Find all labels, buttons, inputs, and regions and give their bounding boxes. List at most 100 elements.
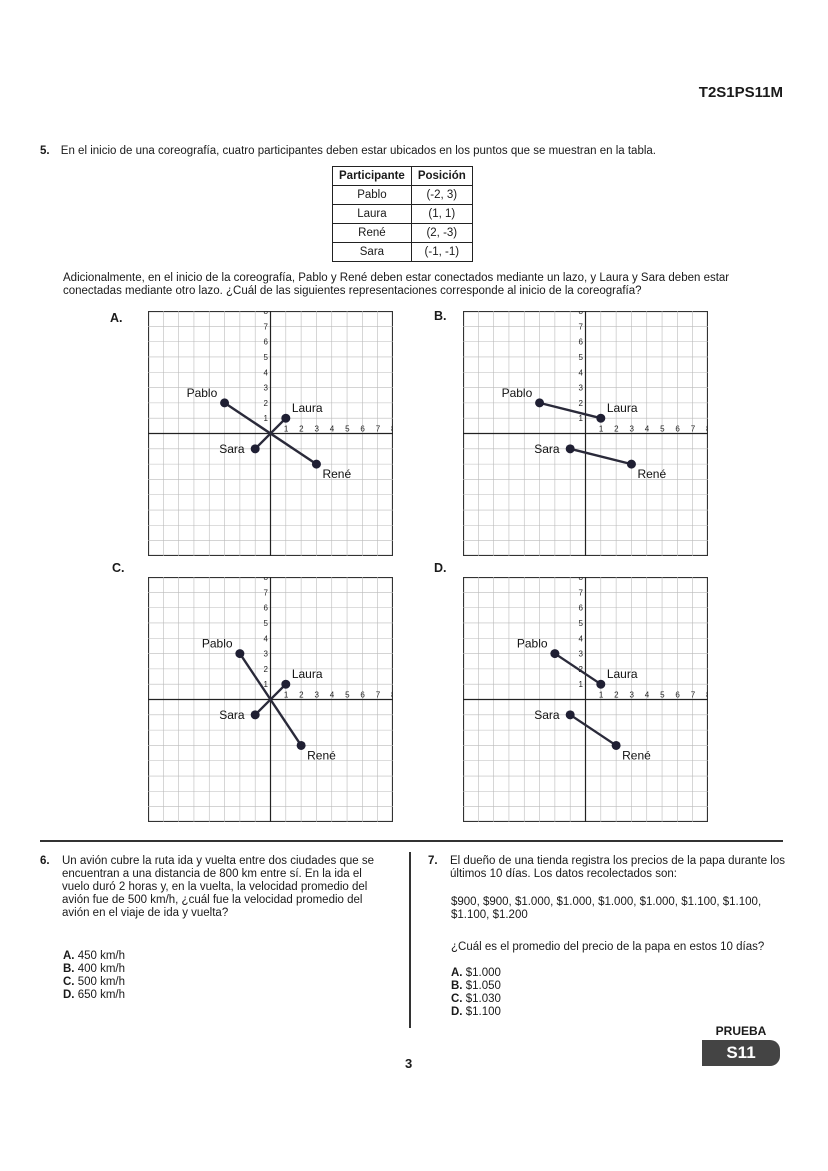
y-tick-label: 1	[579, 414, 584, 423]
table-header: Participante	[332, 166, 412, 186]
table-cell: (1, 1)	[410, 204, 473, 224]
x-tick-label: 7	[376, 691, 381, 700]
table-row: Laura(1, 1)	[332, 204, 473, 224]
option-a-graph[interactable]: 1122334455667788PabloLauraRenéSara	[148, 311, 393, 556]
participant-label: Pablo	[187, 386, 218, 400]
participant-label: Laura	[292, 667, 323, 681]
y-tick-label: 4	[264, 368, 269, 377]
answer-option[interactable]: A. 450 km/h	[63, 950, 126, 962]
table-cell: (-1, -1)	[410, 242, 473, 262]
participant-point	[626, 459, 636, 469]
participant-point	[281, 679, 291, 689]
participant-label: Pablo	[502, 386, 533, 400]
x-tick-label: 4	[330, 425, 335, 434]
x-tick-label: 6	[360, 425, 365, 434]
x-tick-label: 8	[391, 691, 393, 700]
y-tick-label: 5	[264, 619, 269, 628]
table-row: René(2, -3)	[332, 223, 473, 243]
participant-label: Laura	[292, 401, 323, 415]
participant-point	[235, 649, 245, 659]
y-tick-label: 7	[579, 588, 584, 597]
question-number: 5.	[40, 145, 50, 157]
y-tick-label: 4	[264, 634, 269, 643]
participant-label: Pablo	[517, 637, 548, 651]
question-7-answers: A. $1.000 B. $1.050 C. $1.030 D. $1.100	[451, 967, 501, 1019]
participant-label: Sara	[534, 442, 560, 456]
y-tick-label: 6	[264, 604, 269, 613]
y-tick-label: 3	[579, 384, 584, 393]
option-a-label[interactable]: A.	[110, 311, 123, 325]
participant-point	[565, 710, 575, 720]
option-b-label[interactable]: B.	[434, 309, 447, 323]
x-tick-label: 3	[314, 425, 319, 434]
participant-point	[550, 649, 560, 659]
y-tick-label: 1	[264, 414, 269, 423]
y-tick-label: 5	[264, 353, 269, 362]
y-tick-label: 3	[264, 650, 269, 659]
x-tick-label: 8	[706, 691, 708, 700]
x-tick-label: 6	[675, 425, 680, 434]
option-d-label[interactable]: D.	[434, 561, 447, 575]
option-c-graph[interactable]: 1122334455667788PabloLauraRenéSara	[148, 577, 393, 822]
y-tick-label: 8	[264, 577, 269, 582]
rope-line	[569, 713, 617, 747]
y-tick-label: 3	[264, 384, 269, 393]
answer-option[interactable]: B. $1.050	[451, 980, 501, 992]
y-tick-label: 7	[579, 322, 584, 331]
answer-option[interactable]: B. 400 km/h	[63, 963, 126, 975]
answer-option[interactable]: C. 500 km/h	[63, 976, 126, 988]
x-tick-label: 4	[645, 425, 650, 434]
y-tick-label: 6	[579, 604, 584, 613]
x-tick-label: 7	[376, 425, 381, 434]
x-tick-label: 8	[706, 425, 708, 434]
x-tick-label: 5	[345, 425, 350, 434]
x-tick-label: 4	[645, 691, 650, 700]
participant-point	[535, 398, 545, 408]
option-b-graph[interactable]: 1122334455667788PabloLauraRenéSara	[463, 311, 708, 556]
option-c-label[interactable]: C.	[112, 561, 125, 575]
answer-option[interactable]: D. $1.100	[451, 1006, 501, 1018]
y-tick-label: 7	[264, 588, 269, 597]
participant-label: Sara	[219, 708, 245, 722]
rope-line	[539, 401, 602, 420]
participant-label: Sara	[219, 442, 245, 456]
y-tick-label: 2	[579, 665, 584, 674]
participant-point	[596, 679, 606, 689]
option-d-graph[interactable]: 1122334455667788PabloLauraRenéSara	[463, 577, 708, 822]
table-cell: Sara	[332, 242, 412, 262]
x-tick-label: 5	[660, 425, 665, 434]
x-tick-label: 8	[391, 425, 393, 434]
x-tick-label: 5	[660, 691, 665, 700]
rope-line	[554, 652, 602, 686]
answer-option[interactable]: C. $1.030	[451, 993, 501, 1005]
participant-point	[611, 740, 621, 750]
participant-point	[596, 413, 606, 423]
question-7: 7. El dueño de una tienda registra los p…	[428, 855, 788, 881]
y-tick-label: 7	[264, 322, 269, 331]
section-divider	[40, 840, 783, 842]
participant-point	[250, 710, 260, 720]
table-cell: Pablo	[332, 185, 412, 205]
answer-option[interactable]: A. $1.000	[451, 967, 501, 979]
table-header: Posición	[410, 166, 473, 186]
question-6: 6. Un avión cubre la ruta ida y vuelta e…	[40, 855, 385, 920]
y-tick-label: 4	[579, 634, 584, 643]
participant-point	[565, 444, 575, 454]
y-tick-label: 1	[264, 680, 269, 689]
test-code: T2S1PS11M	[698, 84, 783, 101]
table-row: Sara(-1, -1)	[332, 242, 473, 262]
question-number: 7.	[428, 855, 438, 867]
y-tick-label: 2	[264, 399, 269, 408]
table-cell: René	[332, 223, 412, 243]
participant-label: René	[622, 748, 651, 762]
table-cell: Laura	[332, 204, 412, 224]
question-5-intro: 5. En el inicio de una coreografía, cuat…	[40, 145, 790, 158]
session-badge: S11	[702, 1040, 780, 1066]
x-tick-label: 6	[360, 691, 365, 700]
answer-option[interactable]: D. 650 km/h	[63, 989, 126, 1001]
y-tick-label: 8	[579, 311, 584, 316]
y-tick-label: 2	[264, 665, 269, 674]
x-tick-label: 2	[299, 691, 304, 700]
x-tick-label: 1	[284, 425, 289, 434]
question-7-prompt: ¿Cuál es el promedio del precio de la pa…	[451, 941, 765, 953]
